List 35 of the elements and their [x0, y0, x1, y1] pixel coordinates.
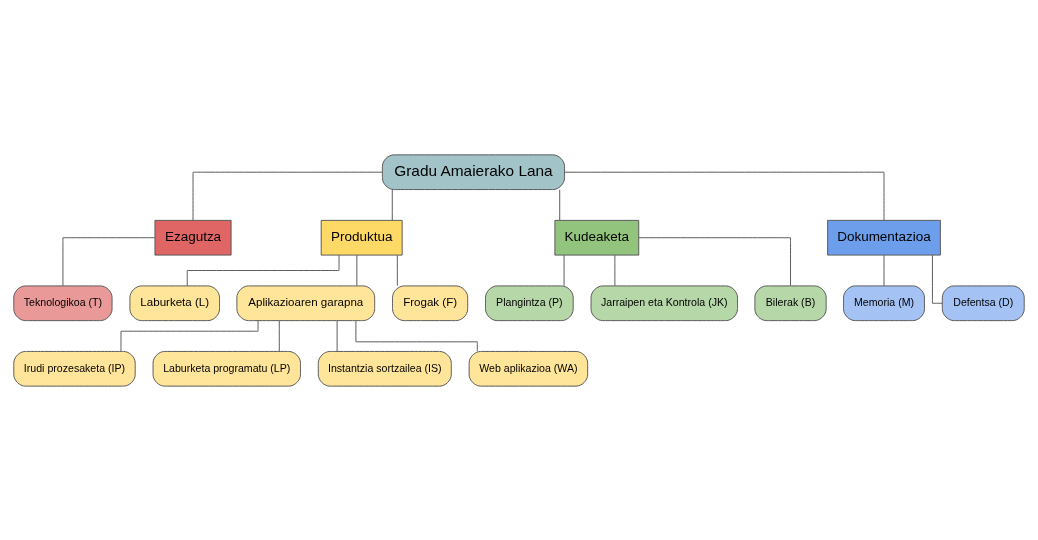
connector [883, 254, 885, 286]
connector [192, 171, 383, 221]
node-box: Plangintza (P) [485, 284, 574, 321]
connector [355, 319, 478, 352]
node-box: Teknologikoa (T) [13, 284, 113, 321]
connector [559, 188, 561, 221]
connector [278, 319, 280, 352]
connector [563, 254, 565, 286]
connector [614, 254, 616, 286]
connector [396, 254, 398, 286]
connector [186, 254, 340, 286]
connector [356, 254, 358, 286]
node-box: Gradu Amaierako Lana [381, 153, 565, 190]
node-box: Ezagutza [154, 219, 232, 256]
connector [638, 236, 791, 286]
node-box: Kudeaketa [554, 219, 640, 256]
connector [564, 171, 885, 221]
node-box: Laburketa programatu (LP) [152, 350, 301, 387]
connector [336, 319, 338, 352]
connector [62, 236, 156, 286]
connector [931, 254, 943, 304]
connector [120, 319, 259, 352]
node-box: Laburketa (L) [129, 284, 220, 321]
node-box: Instantzia sortzailea (IS) [317, 350, 452, 387]
connector [391, 188, 393, 221]
node-box: Irudi prozesaketa (IP) [13, 350, 136, 387]
node-box: Jarraipen eta Kontrola (JK) [590, 284, 738, 321]
node-box: Aplikazioaren garapna [236, 284, 376, 321]
node-box: Defentsa (D) [941, 284, 1025, 321]
node-box: Produktua [320, 219, 403, 256]
node-box: Dokumentazioa [827, 219, 941, 256]
node-box: Web aplikazioa (WA) [468, 350, 589, 387]
node-box: Frogak (F) [392, 284, 469, 321]
node-box: Bilerak (B) [754, 284, 827, 321]
node-box: Memoria (M) [843, 284, 925, 321]
